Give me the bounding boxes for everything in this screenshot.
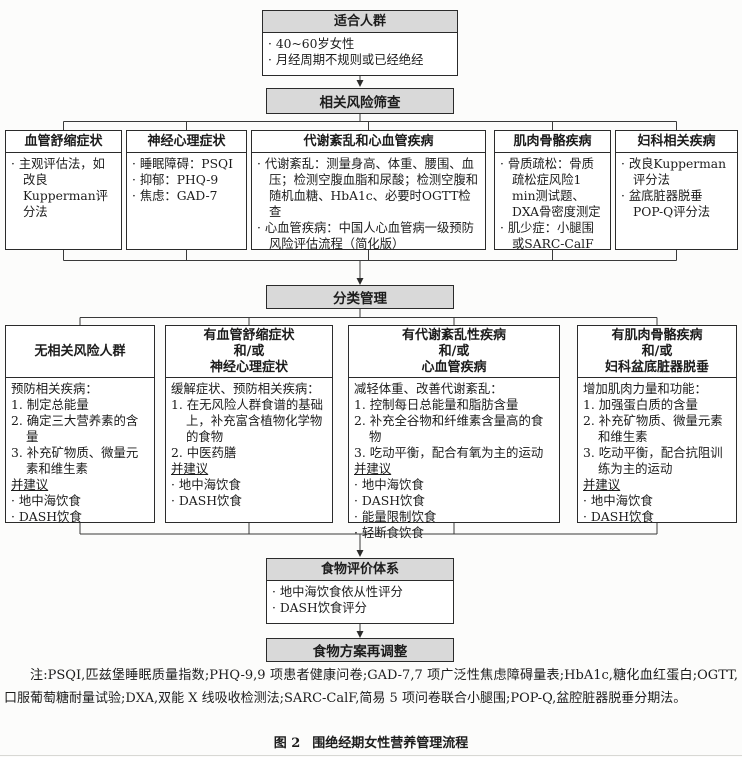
diet-item: · DASH饮食 <box>583 509 654 524</box>
box-title: 血管舒缩症状 <box>6 131 121 153</box>
diet-item: · 地中海饮食 <box>11 493 81 508</box>
box-item: · 主观评估法，如改良Kupperman评分法 <box>11 157 108 219</box>
box-title: 有血管舒缩症状 和/或 神经心理症状 <box>166 326 332 378</box>
box-item: · 盆底脏器脱垂POP-Q评分法 <box>621 189 711 219</box>
diet-item: · 地中海饮食 <box>583 493 653 508</box>
category-box-metabolic-cardio: 有代谢紊乱性疾病 和/或 心血管疾病 减轻体重、改善代谢紊乱： 1. 控制每日总… <box>348 325 560 540</box>
target-population-title: 适合人群 <box>263 11 457 33</box>
box-step: 3. 吃动平衡，配合抗阻训练为主的运动 <box>583 445 723 476</box>
box-intro: 缓解症状、预防相关疾病： <box>171 381 320 396</box>
target-item: · 月经周期不规则或已经绝经 <box>268 53 424 67</box>
screening-box-neuropsych: 神经心理症状 · 睡眠障碍：PSQI · 抑郁：PHQ-9 · 焦虑：GAD-7 <box>126 130 247 250</box>
diet-item: · 能量限制饮食 <box>354 509 437 524</box>
advice-label: 并建议 <box>11 477 49 492</box>
box-step: 2. 中医药膳 <box>171 445 237 460</box>
box-item: · 骨质疏松：骨质疏松症风险1 min测试题、DXA骨密度测定 <box>500 157 601 219</box>
category-box-vasomotor-neuropsych: 有血管舒缩症状 和/或 神经心理症状 缓解症状、预防相关疾病： 1. 在无风险人… <box>165 325 333 523</box>
plan-readjust-node: 食物方案再调整 <box>266 638 454 662</box>
box-title: 有肌肉骨骼疾病 和/或 妇科盆底脏器脱垂 <box>578 326 736 378</box>
category-box-no-risk: 无相关风险人群 预防相关疾病： 1. 制定总能量 2. 确定三大营养素的含量 3… <box>5 325 155 524</box>
box-step: 3. 吃动平衡，配合有氧为主的运动 <box>354 445 544 460</box>
box-title: 神经心理症状 <box>127 131 246 153</box>
box-item: · 焦虑：GAD-7 <box>132 189 218 203</box>
box-title: 无相关风险人群 <box>6 326 154 378</box>
box-title: 肌肉骨骼疾病 <box>495 131 610 153</box>
advice-label: 并建议 <box>354 461 392 476</box>
box-item: · 改良Kupperman评分法 <box>621 157 727 187</box>
food-evaluation-title: 食物评价体系 <box>267 559 453 581</box>
box-step: 2. 补充矿物质、微量元素和维生素 <box>583 413 723 444</box>
box-step: 1. 制定总能量 <box>11 397 89 412</box>
screening-box-metabolic-cardio: 代谢紊乱和心血管疾病 · 代谢紊乱：测量身高、体重、腰围、血压；检测空腹血脂和尿… <box>251 130 486 251</box>
target-item: · 40~60岁女性 <box>268 37 355 51</box>
box-step: 1. 加强蛋白质的含量 <box>583 397 698 412</box>
screening-box-gynecologic: 妇科相关疾病 · 改良Kupperman评分法 · 盆底脏器脱垂POP-Q评分法 <box>615 130 738 250</box>
evaluation-item: · 地中海饮食依从性评分 <box>272 585 403 599</box>
risk-screening-node: 相关风险筛查 <box>266 88 454 114</box>
advice-label: 并建议 <box>583 477 621 492</box>
screening-box-vasomotor: 血管舒缩症状 · 主观评估法，如改良Kupperman评分法 <box>5 130 122 250</box>
box-title: 妇科相关疾病 <box>616 131 737 153</box>
diet-item: · 轻断食饮食 <box>354 525 424 540</box>
box-step: 2. 补充全谷物和纤维素含量高的食物 <box>354 413 544 444</box>
category-box-musculoskeletal-pelvic: 有肌肉骨骼疾病 和/或 妇科盆底脏器脱垂 增加肌肉力量和功能： 1. 加强蛋白质… <box>577 325 737 524</box>
figure-caption-label: 图 2 <box>273 736 301 751</box>
box-item: · 睡眠障碍：PSQI <box>132 157 233 171</box>
diet-item: · DASH饮食 <box>354 493 425 508</box>
box-intro: 减轻体重、改善代谢紊乱： <box>354 381 503 396</box>
screening-box-musculoskeletal: 肌肉骨骼疾病 · 骨质疏松：骨质疏松症风险1 min测试题、DXA骨密度测定 ·… <box>494 130 611 251</box>
box-title: 有代谢紊乱性疾病 和/或 心血管疾病 <box>349 326 559 378</box>
box-step: 1. 控制每日总能量和脂肪含量 <box>354 397 519 412</box>
box-step: 3. 补充矿物质、微量元素和维生素 <box>11 445 139 476</box>
diet-item: · DASH饮食 <box>11 509 82 524</box>
evaluation-item: · DASH饮食评分 <box>272 601 367 615</box>
footnote: 注:PSQI,匹兹堡睡眠质量指数;PHQ-9,9 项患者健康问卷;GAD-7,7… <box>4 668 738 706</box>
box-step: 2. 确定三大营养素的含量 <box>11 413 139 444</box>
box-item: · 心血管疾病：中国人心血管病一级预防风险评估流程（简化版） <box>257 221 474 251</box>
box-title: 代谢紊乱和心血管疾病 <box>252 131 485 153</box>
figure-caption-text: 围绝经期女性营养管理流程 <box>312 736 469 751</box>
box-item: · 肌少症：小腿围或SARC-CalF <box>500 221 594 251</box>
box-item: · 代谢紊乱：测量身高、体重、腰围、血压；检测空腹血脂和尿酸；检测空腹和随机血糖… <box>257 157 479 219</box>
classification-node: 分类管理 <box>266 285 454 309</box>
box-step: 1. 在无风险人群食谱的基础上，补充富含植物化学物的食物 <box>171 397 324 444</box>
target-population-box: 适合人群 · 40~60岁女性 · 月经周期不规则或已经绝经 <box>262 10 458 76</box>
diet-item: · DASH饮食 <box>171 493 242 508</box>
food-evaluation-box: 食物评价体系 · 地中海饮食依从性评分 · DASH饮食评分 <box>266 558 454 624</box>
advice-label: 并建议 <box>171 461 209 476</box>
box-intro: 预防相关疾病： <box>11 381 98 396</box>
page-bottom-rule <box>0 755 742 756</box>
arrowheads <box>356 80 364 638</box>
diet-item: · 地中海饮食 <box>171 477 241 492</box>
figure-caption: 图 2 围绝经期女性营养管理流程 <box>0 732 742 751</box>
box-item: · 抑郁：PHQ-9 <box>132 173 219 187</box>
box-intro: 增加肌肉力量和功能： <box>583 381 707 396</box>
diet-item: · 地中海饮食 <box>354 477 424 492</box>
